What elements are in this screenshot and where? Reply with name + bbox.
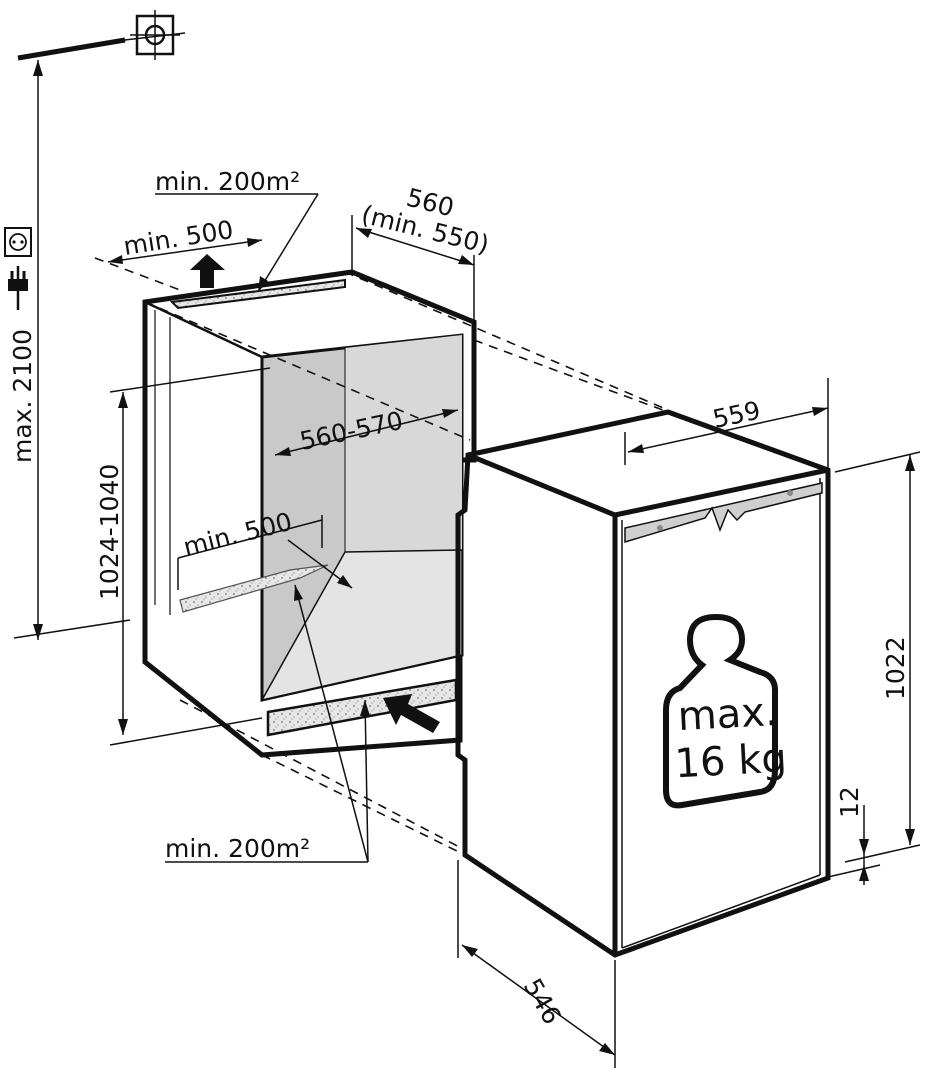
appliance-width-dimension: 559 (624, 378, 829, 470)
arrow-in-icon (383, 694, 440, 733)
top-vent-area-label: min. 200m² (155, 167, 300, 196)
niche-cabinet (142, 269, 477, 758)
top-vent-area-dimension: min. 200m² (155, 167, 319, 293)
appliance-height-label: 1022 (881, 636, 910, 700)
projection-lines (94, 257, 669, 856)
power-socket-icon (4, 227, 32, 257)
bottom-vent-area-label: min. 200m² (165, 834, 310, 863)
weight-icon: max. 16 kg (663, 613, 788, 809)
appliance-height-dimension: 1022 (834, 451, 921, 863)
weight-label-line1: max. (677, 689, 779, 740)
plumb-target-icon (17, 10, 186, 61)
top-clearance-label: min. 500 (121, 215, 235, 261)
niche-height-label: 1024-1040 (95, 464, 124, 600)
appliance-depth-label: 546 (518, 974, 567, 1030)
plinth-height-label: 12 (835, 786, 864, 818)
appliance-width-label: 559 (710, 396, 763, 434)
plinth-height-dimension: 12 (827, 786, 881, 885)
appliance (455, 409, 831, 958)
niche-height-dimension: 1024-1040 (95, 367, 271, 746)
floor-vent (179, 564, 329, 613)
max-height-dimension: max. 2100 (8, 60, 131, 640)
top-clearance-dimension: min. 500 (107, 215, 263, 264)
arrow-up-icon (190, 254, 225, 288)
control-panel (624, 482, 823, 544)
appliance-depth-dimension: 546 (457, 860, 616, 1068)
max-height-label: max. 2100 (8, 329, 37, 463)
top-vent (169, 278, 346, 310)
weight-label-line2: 16 kg (673, 736, 787, 788)
power-plug-icon (8, 266, 28, 310)
bottom-vent-area-dimension: min. 200m² (165, 584, 370, 863)
